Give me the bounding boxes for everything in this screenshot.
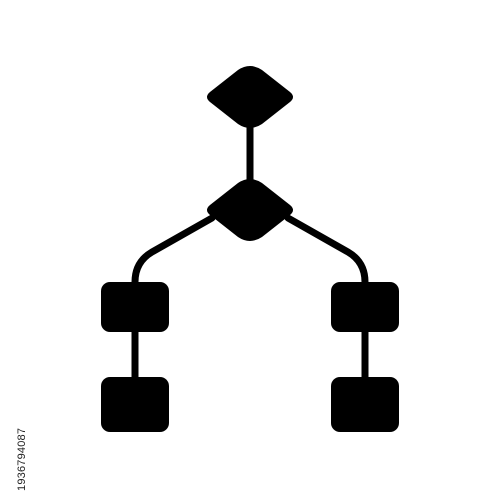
node-right-upper [331,282,399,332]
decision-diamond-top [207,66,293,128]
connector-left [131,214,216,286]
connector-right [284,214,369,286]
flowchart-connectors [131,116,369,389]
node-left-lower [101,377,169,432]
decision-diamond-middle [207,179,293,241]
node-right-lower [331,377,399,432]
stock-id-label: 1936794087 [16,427,28,491]
node-left-upper [101,282,169,332]
